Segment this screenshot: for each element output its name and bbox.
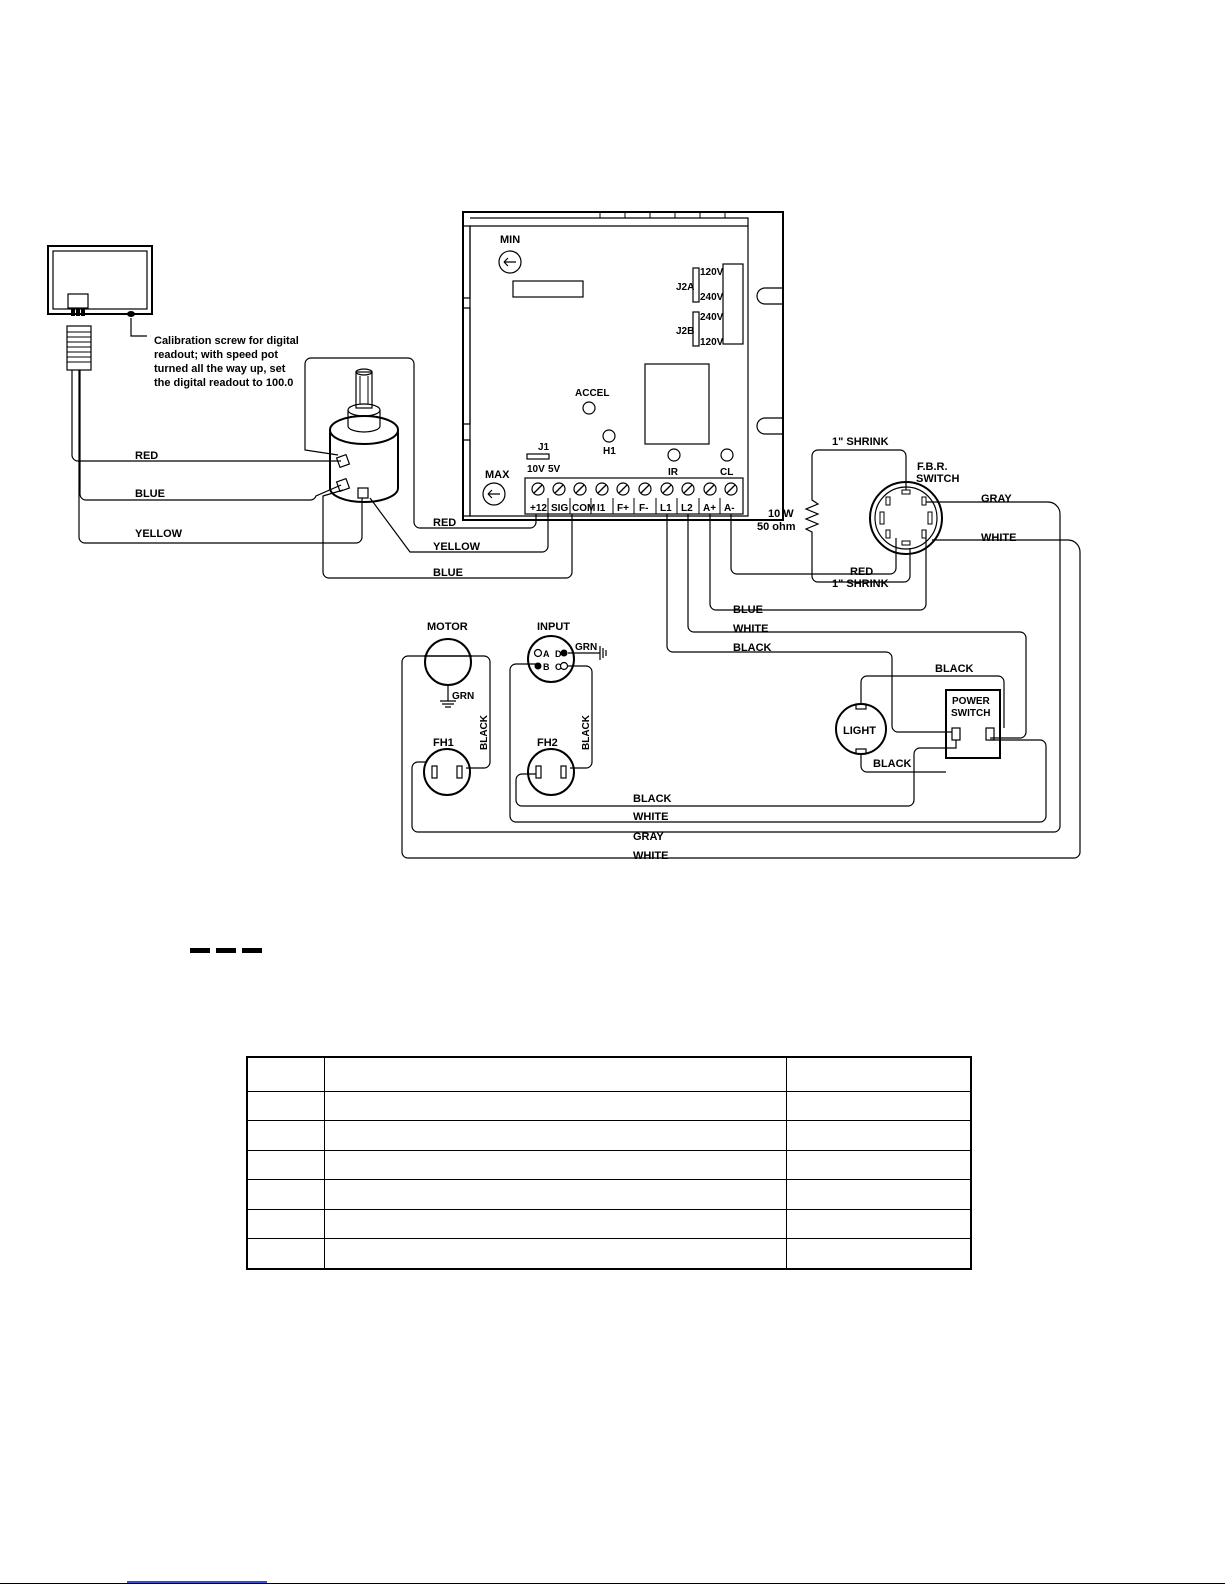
wire-label-red-board: RED — [433, 517, 456, 529]
j2a-240v-label: 240V — [700, 292, 724, 303]
table-row — [246, 1238, 972, 1270]
terminal-label-fplus: F+ — [617, 503, 629, 514]
min-label: MIN — [500, 234, 520, 246]
j1-10v-label: 10V — [527, 464, 545, 475]
calibration-note-1: Calibration screw for digital — [154, 335, 299, 347]
wire-label-black-motor: BLACK — [479, 714, 490, 750]
table-row — [246, 1120, 972, 1151]
input-connector — [527, 635, 607, 683]
fbr-switch — [869, 481, 943, 555]
cl-label: CL — [720, 467, 733, 478]
table-row — [246, 1208, 972, 1240]
resistor-ohm-label: 50 ohm — [757, 521, 796, 533]
accel-label: ACCEL — [575, 388, 609, 399]
pin-d-label: D — [555, 649, 562, 659]
max-label: MAX — [485, 469, 510, 481]
parts-table — [246, 1056, 972, 1270]
input-label: INPUT — [537, 621, 570, 633]
wire-label-black-light-bottom: BLACK — [873, 758, 912, 770]
terminal-label-com: COM — [572, 503, 595, 514]
terminal-labels: +12 SIG COM I1 F+ F- L1 L2 A+ A- — [530, 503, 735, 514]
light-label: LIGHT — [843, 725, 876, 737]
wire-label-black-fh2: BLACK — [633, 793, 672, 805]
j1-5v-label: 5V — [548, 464, 561, 475]
fh1-connector — [423, 748, 471, 796]
ir-label: IR — [668, 467, 679, 478]
table-row — [246, 1090, 972, 1122]
j2a-120v-label: 120V — [700, 267, 724, 278]
wire-label-white-fbr: WHITE — [981, 532, 1016, 544]
motor-grn-label: GRN — [452, 691, 474, 702]
calibration-screw-icon — [127, 311, 135, 317]
j1-label: J1 — [538, 442, 550, 453]
shrink-label-top: 1" SHRINK — [832, 436, 889, 448]
calibration-note-3: turned all the way up, set — [154, 363, 286, 375]
footer-link-underline[interactable] — [127, 1581, 267, 1583]
wire-label-gray-fh1: GRAY — [633, 831, 664, 843]
pot-board-wires — [304, 357, 573, 579]
terminal-label-i1: I1 — [597, 503, 606, 514]
wire-label-black-light-top: BLACK — [935, 663, 974, 675]
terminal-label-l2: L2 — [681, 503, 693, 514]
terminal-label-l1: L1 — [660, 503, 672, 514]
wire-label-gray-fbr: GRAY — [981, 493, 1012, 505]
terminal-label-plus12: +12 — [530, 503, 547, 514]
power-switch-label: SWITCH — [951, 708, 990, 719]
fbr-label: F.B.R. — [917, 461, 948, 473]
wire-label-blue-pot: BLUE — [135, 488, 165, 500]
table-row — [246, 1149, 972, 1181]
power-label: POWER — [952, 696, 991, 707]
h1-label: H1 — [603, 446, 616, 457]
fbr-switch-label: SWITCH — [916, 473, 959, 485]
speed-pot — [329, 368, 399, 503]
legend-dashed-line — [190, 948, 262, 954]
footer-rule — [0, 1583, 1225, 1584]
motor-label: MOTOR — [427, 621, 468, 633]
fh2-connector — [527, 748, 575, 796]
wire-label-blue-fbr: BLUE — [733, 604, 763, 616]
j2a-label: J2A — [676, 282, 694, 293]
pin-b-label: B — [543, 662, 550, 672]
resistor — [804, 449, 911, 583]
digital-readout — [47, 245, 153, 371]
terminal-label-aplus: A+ — [703, 503, 716, 514]
j2b-label: J2B — [676, 326, 694, 337]
control-board — [462, 211, 784, 521]
motor-connector — [424, 638, 472, 708]
wire-label-black-input: BLACK — [581, 714, 592, 750]
fh1-label: FH1 — [433, 737, 454, 749]
light-wires — [509, 663, 1047, 823]
motor-black-wire — [466, 655, 491, 769]
board-fbr-wires — [401, 501, 1081, 859]
wire-label-white-l2: WHITE — [733, 623, 768, 635]
input-grn-label: GRN — [575, 642, 597, 653]
pin-a-label: A — [543, 649, 550, 659]
shrink-label-bottom: 1" SHRINK — [832, 578, 889, 590]
wire-label-black-l1: BLACK — [733, 642, 772, 654]
input-black-wire — [568, 665, 593, 769]
terminal-label-aminus: A- — [724, 503, 735, 514]
readout-wires — [71, 370, 363, 544]
fh2-label: FH2 — [537, 737, 558, 749]
resistor-watt-label: 10 W — [768, 508, 794, 520]
table-header-row — [246, 1056, 972, 1092]
wire-label-white-motor: WHITE — [633, 850, 668, 862]
calibration-note-4: the digital readout to 100.0 — [154, 377, 293, 389]
wire-label-yellow-board: YELLOW — [433, 541, 481, 553]
wire-label-red-pot: RED — [135, 450, 158, 462]
line-wires — [666, 514, 1027, 739]
terminal-label-sig: SIG — [551, 503, 568, 514]
wire-label-red-fbr: RED — [850, 566, 873, 578]
pin-c-label: C — [555, 662, 562, 672]
wire-label-yellow-pot: YELLOW — [135, 528, 183, 540]
terminal-label-fminus: F- — [639, 503, 648, 514]
table-row — [246, 1179, 972, 1210]
wire-label-blue-board: BLUE — [433, 567, 463, 579]
j2b-240v-label: 240V — [700, 312, 724, 323]
terminal-screws — [531, 482, 738, 496]
wire-label-white-input: WHITE — [633, 811, 668, 823]
j2b-120v-label: 120V — [700, 337, 724, 348]
calibration-note-2: readout; with speed pot — [154, 349, 278, 361]
